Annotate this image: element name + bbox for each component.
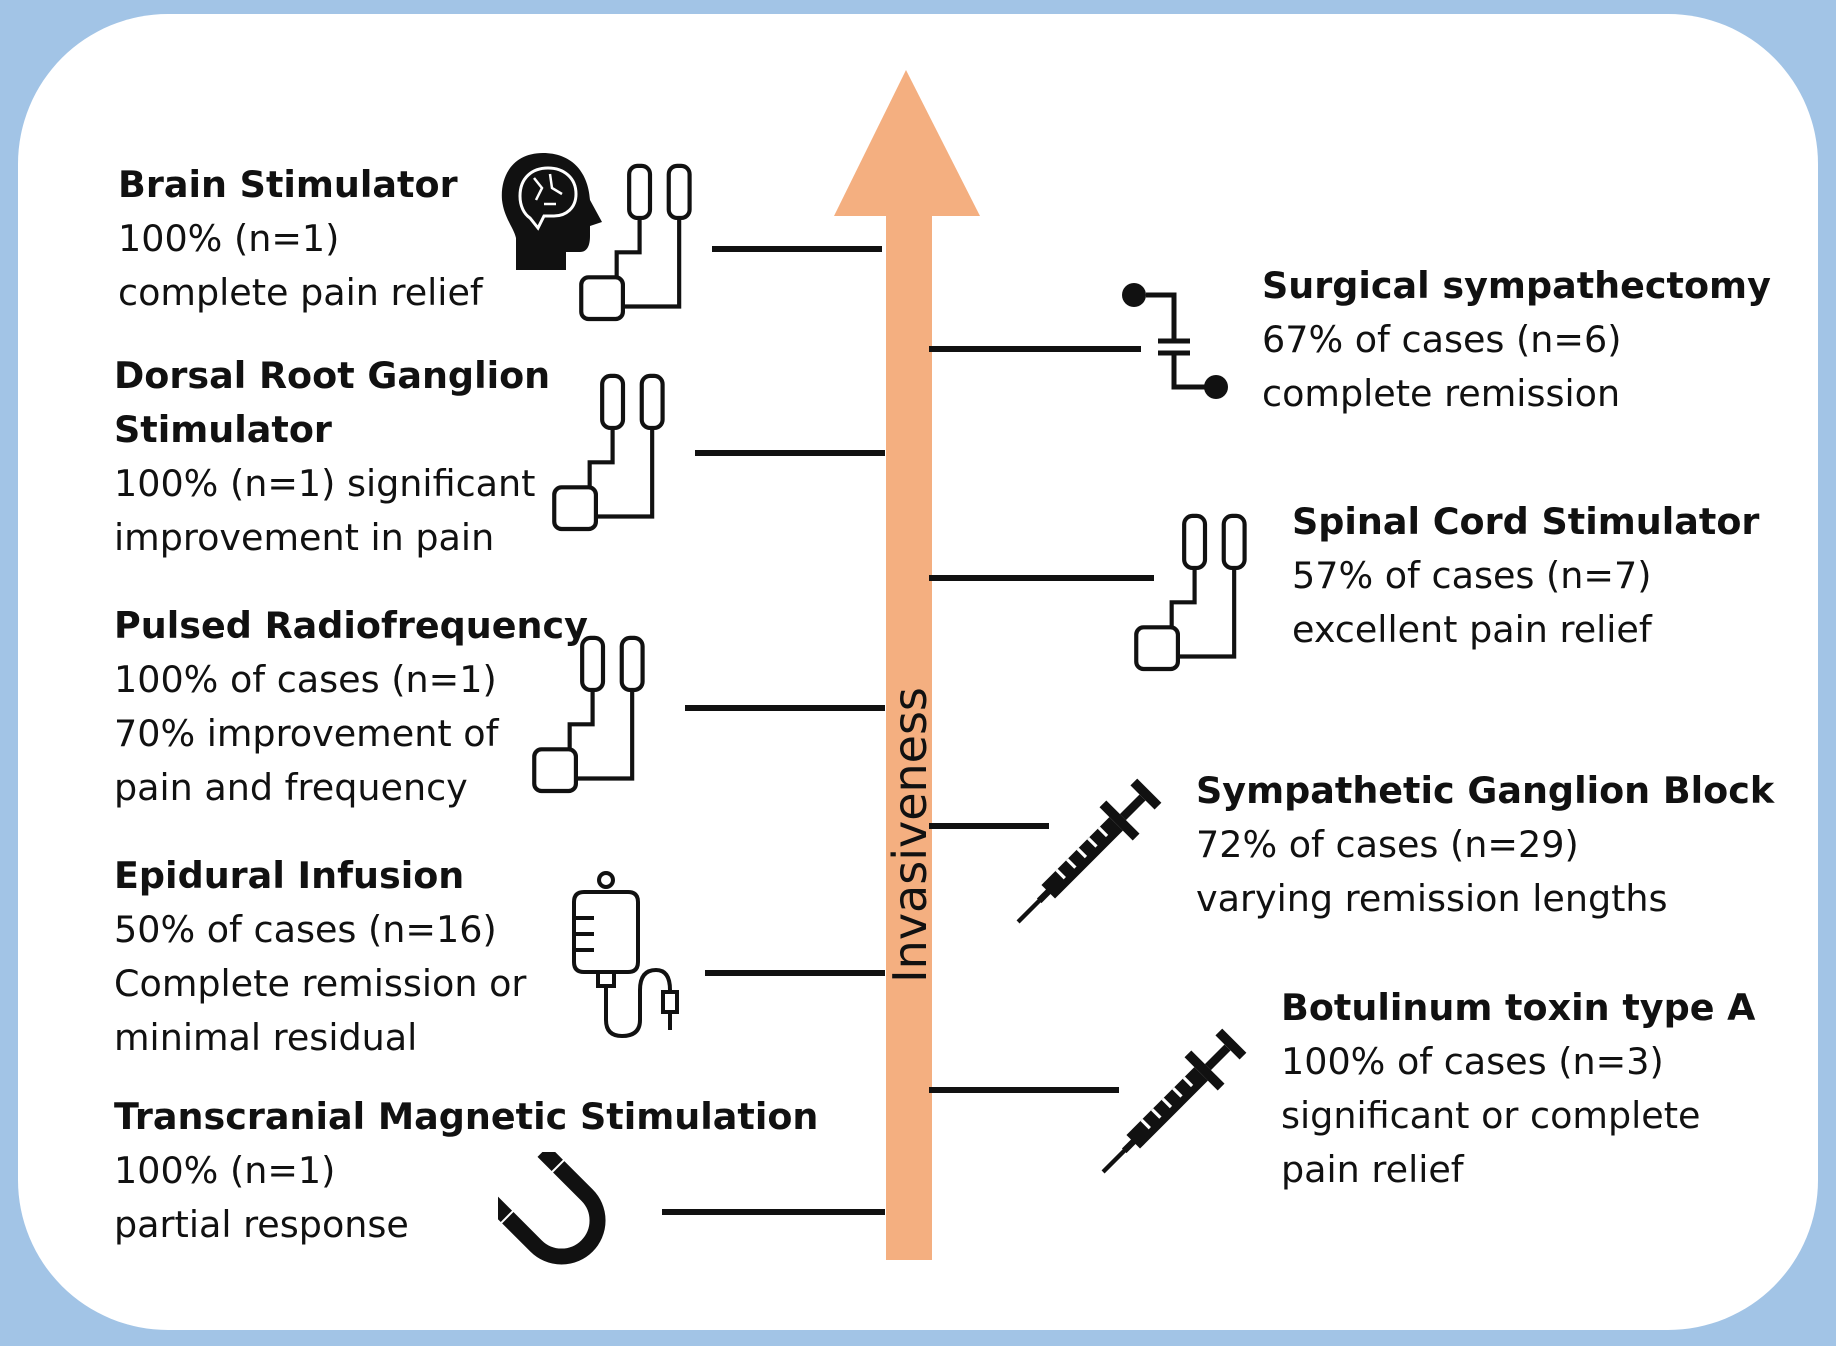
item-line: excellent pain relief <box>1292 608 1652 651</box>
connector-line <box>929 1087 1119 1093</box>
axis-label: Invasiveness <box>883 687 937 983</box>
item-line: complete remission <box>1262 372 1621 415</box>
item-botulinum-toxin-type-a: Botulinum toxin type A 100% of cases (n=… <box>1281 981 1755 1197</box>
item-line: 100% (n=1) <box>118 217 340 260</box>
connector-line <box>712 246 882 252</box>
item-line: varying remission lengths <box>1196 877 1668 920</box>
item-title: Spinal Cord Stimulator <box>1292 500 1760 543</box>
item-title: Botulinum toxin type A <box>1281 986 1756 1029</box>
item-title: Brain Stimulator <box>118 163 458 206</box>
stimulator-leads-icon <box>528 632 653 800</box>
item-line: 100% (n=1) <box>114 1149 336 1192</box>
item-line: 100% of cases (n=1) <box>114 658 497 701</box>
connector-line <box>685 705 885 711</box>
circuit-switch-icon <box>1122 283 1228 399</box>
item-transcranial-magnetic-stimulation: Transcranial Magnetic Stimulation 100% (… <box>114 1090 818 1252</box>
item-line: 70% improvement of <box>114 712 499 755</box>
item-surgical-sympathectomy: Surgical sympathectomy 67% of cases (n=6… <box>1262 259 1771 421</box>
item-title: Epidural Infusion <box>114 854 465 897</box>
syringe-icon <box>1100 1015 1260 1175</box>
brain-head-icon <box>501 153 602 270</box>
item-line: 100% (n=1) significant <box>114 462 536 505</box>
item-spinal-cord-stimulator: Spinal Cord Stimulator 57% of cases (n=7… <box>1292 495 1759 657</box>
item-brain-stimulator: Brain Stimulator 100% (n=1) complete pai… <box>118 158 483 320</box>
item-line: 72% of cases (n=29) <box>1196 823 1579 866</box>
item-line: 57% of cases (n=7) <box>1292 554 1652 597</box>
stimulator-leads-icon <box>548 370 673 538</box>
connector-line <box>929 346 1141 352</box>
item-line: minimal residual <box>114 1016 418 1059</box>
syringe-icon <box>1015 765 1175 925</box>
connector-line <box>695 450 885 456</box>
item-line: complete pain relief <box>118 271 483 314</box>
item-title: Dorsal Root Ganglion <box>114 354 551 397</box>
item-title: Surgical sympathectomy <box>1262 264 1771 307</box>
item-line: Complete remission or <box>114 962 527 1005</box>
item-line: pain and frequency <box>114 766 468 809</box>
item-pulsed-radiofrequency: Pulsed Radiofrequency 100% of cases (n=1… <box>114 599 588 815</box>
item-line: significant or complete <box>1281 1094 1701 1137</box>
item-dorsal-root-ganglion-stimulator: Dorsal Root Ganglion Stimulator 100% (n=… <box>114 349 550 565</box>
invasiveness-arrow <box>834 70 980 1260</box>
magnet-icon <box>498 1152 606 1265</box>
item-title: Stimulator <box>114 408 332 451</box>
item-line: 50% of cases (n=16) <box>114 908 497 951</box>
item-line: improvement in pain <box>114 516 495 559</box>
stimulator-leads-icon <box>575 160 700 328</box>
item-line: 67% of cases (n=6) <box>1262 318 1622 361</box>
item-title: Sympathetic Ganglion Block <box>1196 769 1775 812</box>
item-line: 100% of cases (n=3) <box>1281 1040 1664 1083</box>
stimulator-leads-icon <box>1130 510 1255 678</box>
item-title: Transcranial Magnetic Stimulation <box>114 1095 819 1138</box>
item-sympathetic-ganglion-block: Sympathetic Ganglion Block 72% of cases … <box>1196 764 1774 926</box>
item-line: pain relief <box>1281 1148 1464 1191</box>
item-title: Pulsed Radiofrequency <box>114 604 588 647</box>
connector-line <box>929 823 1049 829</box>
iv-bag-icon <box>572 871 679 1039</box>
connector-line <box>929 575 1154 581</box>
item-line: partial response <box>114 1203 409 1246</box>
item-epidural-infusion: Epidural Infusion 50% of cases (n=16) Co… <box>114 849 526 1065</box>
connector-line <box>662 1209 885 1215</box>
connector-line <box>705 970 885 976</box>
